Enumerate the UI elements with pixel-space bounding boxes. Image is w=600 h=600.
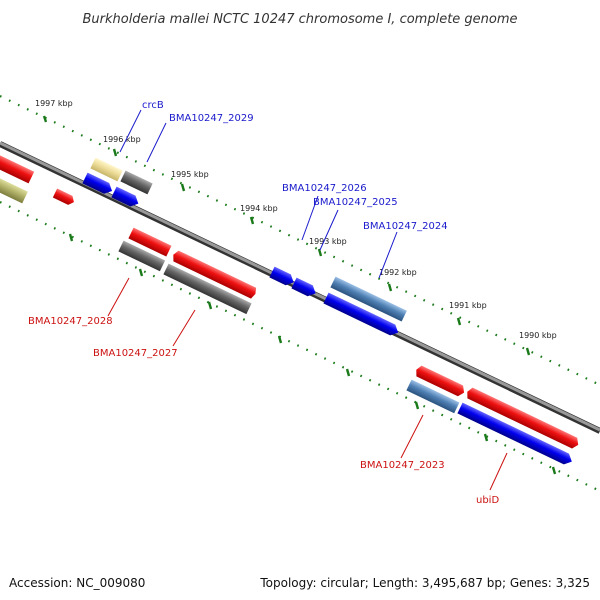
gene-red-long-right[interactable] xyxy=(465,386,581,450)
outer-tick-ring xyxy=(0,95,600,386)
label-bma10247-2027[interactable]: BMA10247_2027 xyxy=(93,348,178,359)
label-bma10247-2028[interactable]: BMA10247_2028 xyxy=(28,316,113,327)
gene-blue-arrow-a[interactable] xyxy=(82,172,114,197)
tick-label-1994: 1994 kbp xyxy=(240,204,278,213)
gene-bma10247-2024[interactable] xyxy=(330,276,407,322)
gene-bma10247-2028[interactable] xyxy=(118,240,166,272)
tick-label-1990: 1990 kbp xyxy=(519,331,557,340)
gene-ubid[interactable] xyxy=(457,402,574,467)
gene-blue-arrow-b[interactable] xyxy=(111,186,141,209)
tick-label-1992: 1992 kbp xyxy=(379,268,417,277)
gene-bma10247-2023[interactable] xyxy=(406,379,460,414)
topology-text: Topology: circular; Length: 3,495,687 bp… xyxy=(259,576,590,590)
gene-bma10247-2027[interactable] xyxy=(163,263,252,315)
gene-blue-long-mid[interactable] xyxy=(323,292,400,338)
outer-major-ticks xyxy=(42,115,531,356)
label-leaders xyxy=(107,109,508,491)
tick-label-1991: 1991 kbp xyxy=(449,301,487,310)
gene-olive-edge[interactable] xyxy=(0,175,28,204)
tick-label-1997: 1997 kbp xyxy=(35,99,73,108)
tick-label-1993: 1993 kbp xyxy=(309,237,347,246)
gene-red-long[interactable] xyxy=(171,249,258,299)
label-bma10247-2025[interactable]: BMA10247_2025 xyxy=(313,197,398,208)
gene-bma10247-2029[interactable] xyxy=(120,170,153,195)
tick-label-1996: 1996 kbp xyxy=(103,135,141,144)
gene-bma10247-2025[interactable] xyxy=(291,277,318,299)
label-ubid[interactable]: ubiD xyxy=(476,495,499,506)
gene-red-2028-top[interactable] xyxy=(128,227,172,257)
label-bma10247-2024[interactable]: BMA10247_2024 xyxy=(363,221,448,232)
gene-red-edge-top[interactable] xyxy=(0,152,35,184)
accession-text: Accession: NC_009080 xyxy=(9,576,145,590)
inner-tick-ring xyxy=(0,201,600,492)
gene-red-small[interactable] xyxy=(52,188,76,206)
gene-labels: crcB BMA10247_2029 BMA10247_2026 BMA1024… xyxy=(28,100,499,506)
label-crcb[interactable]: crcB xyxy=(142,100,164,111)
gene-red-2023-top[interactable] xyxy=(414,364,467,398)
gene-bma10247-2026[interactable] xyxy=(269,266,296,288)
gene-features xyxy=(0,152,581,467)
label-bma10247-2029[interactable]: BMA10247_2029 xyxy=(169,113,254,124)
map-title: Burkholderia mallei NCTC 10247 chromosom… xyxy=(82,12,517,27)
label-bma10247-2023[interactable]: BMA10247_2023 xyxy=(360,460,445,471)
tick-label-1995: 1995 kbp xyxy=(171,170,209,179)
gene-crcb[interactable] xyxy=(90,157,123,182)
inner-major-ticks xyxy=(68,233,557,475)
tick-labels: 1997 kbp 1996 kbp 1995 kbp 1994 kbp 1993… xyxy=(35,99,557,340)
label-bma10247-2026[interactable]: BMA10247_2026 xyxy=(282,183,367,194)
